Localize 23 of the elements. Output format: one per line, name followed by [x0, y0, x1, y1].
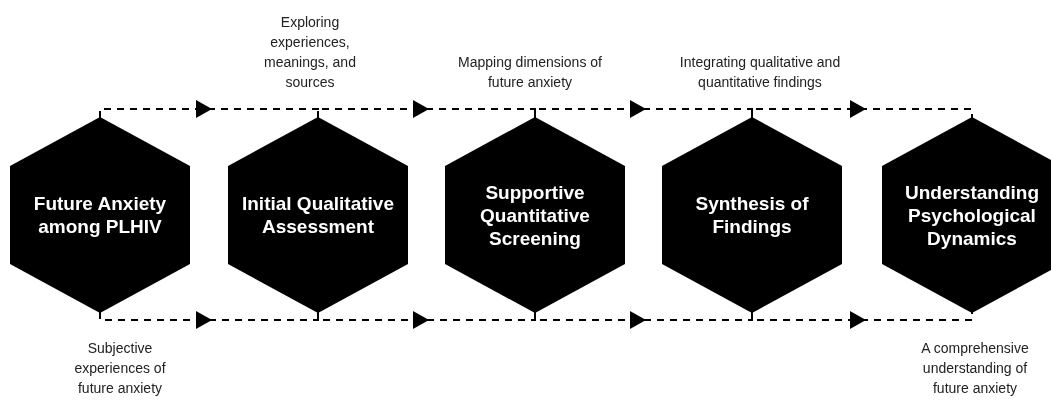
hexagon-node: [882, 117, 1051, 313]
step-note: Integrating qualitative and quantitative findings: [678, 53, 842, 92]
step-note: A comprehensive understanding of future anxiety: [920, 339, 1030, 398]
step-title: Synthesis of Findings: [694, 192, 810, 238]
dashed-arrow: [317, 311, 536, 329]
hexagon-node: [10, 117, 190, 313]
hexagon-node: [445, 117, 625, 313]
step-title: Future Anxiety among PLHIV: [32, 192, 168, 238]
step-title: Supportive Quantitative Screening: [479, 180, 591, 250]
hexagon-node: [228, 117, 408, 313]
step-note: Subjective experiences of future anxiety: [73, 339, 167, 398]
dashed-arrow: [751, 100, 973, 119]
dashed-arrow: [99, 100, 319, 119]
hexagon-node: [662, 117, 842, 313]
dashed-arrow: [99, 311, 319, 329]
dashed-arrow: [534, 311, 753, 329]
dashed-arrow: [534, 100, 753, 119]
dashed-arrow: [751, 311, 973, 329]
step-note: Exploring experiences, meanings, and sources: [263, 13, 357, 92]
dashed-arrow: [317, 100, 536, 119]
step-title: Understanding Psychological Dynamics: [903, 180, 1041, 250]
step-note: Mapping dimensions of future anxiety: [457, 53, 603, 92]
step-title: Initial Qualitative Assessment: [240, 192, 395, 238]
